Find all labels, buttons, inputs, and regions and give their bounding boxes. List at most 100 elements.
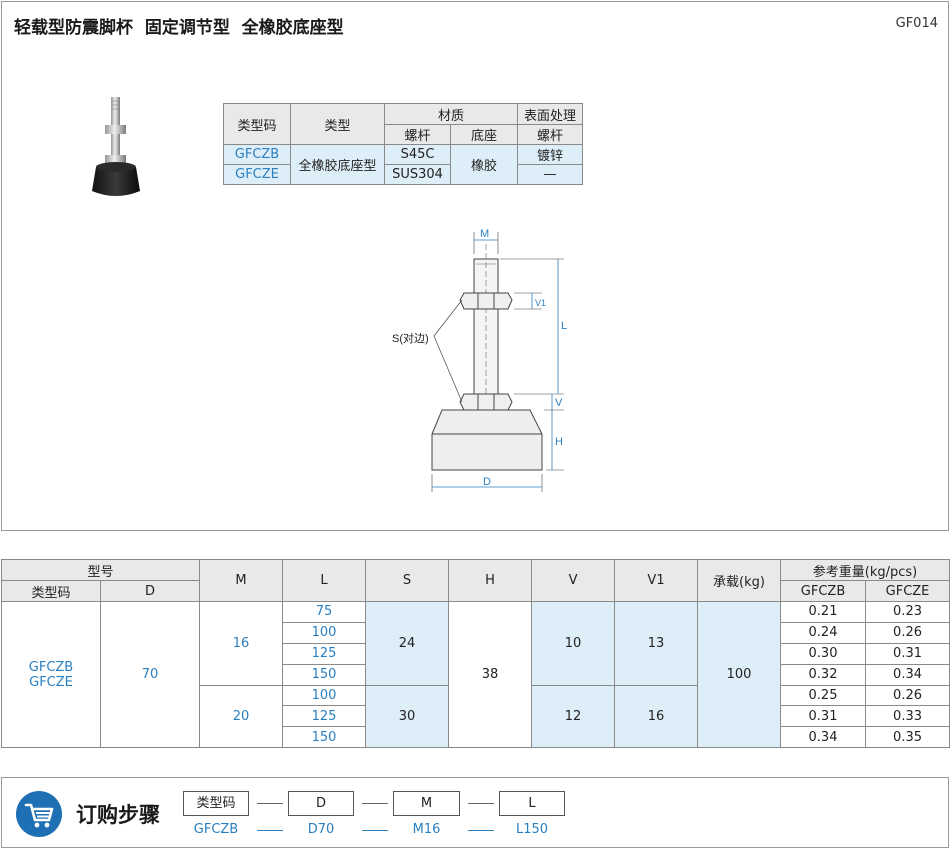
base-material-cell: 橡胶 [450,144,518,185]
weight-b-cell: 0.24 [780,621,867,644]
table-row: GFCZE SUS304 — [223,164,583,185]
l-cell[interactable]: 125 [282,705,367,728]
d-cell[interactable]: 70 [99,600,201,749]
step-value-separator [362,830,388,831]
step-separator [257,803,283,804]
type-code-cell[interactable]: GFCZB [223,144,291,165]
weight-b-cell: 0.31 [780,705,867,728]
v-cell: 12 [531,684,616,749]
weight-e-cell: 0.26 [865,684,950,707]
mat-header-base: 底座 [450,124,518,145]
table-row: GFCZB 全橡胶底座型 S45C 橡胶 镀锌 [223,144,583,185]
step-m-value: M16 [412,822,441,837]
dim-s-label: S(对边) [392,331,429,345]
step-type-code-value: GFCZB [193,822,239,837]
h-cell: 38 [448,600,533,749]
header-m: M [199,559,284,602]
dim-l-label: L [561,320,567,332]
weight-b-cell: 0.30 [780,642,867,665]
header-l: L [282,559,367,602]
l-cell[interactable]: 75 [282,601,367,623]
product-panel: 轻载型防震脚杯 固定调节型 全橡胶底座型 GF014 [1,1,949,531]
table-row: 150 0.32 0.34 [2,663,950,686]
header-weight: 参考重量(kg/pcs) [780,559,950,581]
step-d-value: D70 [307,822,335,837]
step-separator [362,803,388,804]
dim-v-label: V [555,397,563,409]
step-m-box: M [393,791,460,816]
l-cell[interactable]: 150 [282,663,367,686]
mat-header-type: 类型 [290,103,385,145]
m-cell[interactable]: 16 [199,601,284,686]
header-v1: V1 [614,559,699,602]
step-d-box: D [288,791,354,816]
weight-b-cell: 0.25 [780,684,867,707]
v1-cell: 13 [614,601,699,686]
header-v: V [531,559,616,602]
table-row: 20 100 30 12 16 0.25 0.26 [2,684,950,749]
header-s: S [365,559,450,602]
table-row: GFCZB GFCZE 70 16 75 24 38 10 13 100 0.2… [1,600,950,749]
step-l-value: L150 [515,822,549,837]
load-cell: 100 [697,600,782,749]
spec-table: 型号 M L S H V V1 承载(kg) 参考重量(kg/pcs) 类型码 … [0,559,950,749]
material-table: 类型码 类型 材质 表面处理 螺杆 底座 螺杆 GFCZB 全橡胶底座型 S45… [223,103,583,185]
step-l-box: L [499,791,565,816]
l-cell[interactable]: 125 [282,642,367,665]
product-code: GF014 [895,16,938,31]
l-cell[interactable]: 150 [282,726,367,749]
header-load: 承载(kg) [697,559,782,602]
surface-cell: — [517,164,583,185]
v-cell: 10 [531,601,616,686]
type-code-gfczb[interactable]: GFCZB [28,659,74,675]
header-d: D [99,580,201,602]
mat-header-screw: 螺杆 [384,124,451,145]
table-row: 125 0.31 0.33 [2,705,950,728]
mat-header-type-code: 类型码 [223,103,291,145]
header-weight-gfcze: GFCZE [865,580,950,602]
type-code-cell[interactable]: GFCZB GFCZE [1,600,101,749]
page-title: 轻载型防震脚杯 固定调节型 全橡胶底座型 [14,18,344,38]
v1-cell: 16 [614,684,699,749]
step-separator [468,803,494,804]
weight-e-cell: 0.33 [865,705,950,728]
technical-drawing: M V1 L V H D S(对边) [392,228,567,492]
step-type-code-box: 类型码 [183,791,249,816]
l-cell[interactable]: 100 [282,684,367,707]
weight-e-cell: 0.23 [865,601,950,623]
screw-material-cell: S45C [384,144,451,165]
type-code-gfcze[interactable]: GFCZE [29,674,73,690]
s-cell: 30 [365,684,450,749]
step-value-separator [257,830,283,831]
cart-icon [16,791,62,837]
mat-header-material: 材质 [384,103,518,125]
table-row: 125 0.30 0.31 [2,642,950,665]
weight-e-cell: 0.35 [865,726,950,749]
mat-header-screw-surface: 螺杆 [517,124,583,145]
order-steps-panel: 订购步骤 类型码 D M L GFCZB D70 M16 L150 [1,777,949,848]
type-code-cell[interactable]: GFCZE [223,164,291,185]
product-photo [92,97,140,196]
order-steps-title: 订购步骤 [76,803,160,827]
weight-e-cell: 0.31 [865,642,950,665]
weight-b-cell: 0.32 [780,663,867,686]
s-cell: 24 [365,601,450,686]
header-type-code: 类型码 [1,580,101,602]
screw-material-cell: SUS304 [384,164,451,185]
dim-h-label: H [555,436,563,448]
type-cell: 全橡胶底座型 [290,144,385,185]
weight-b-cell: 0.34 [780,726,867,749]
header-model: 型号 [0,559,201,581]
header-weight-gfczb: GFCZB [780,580,867,602]
dim-v1-label: V1 [535,298,546,308]
weight-e-cell: 0.26 [865,621,950,644]
m-cell[interactable]: 20 [199,684,284,749]
dim-d-label: D [483,476,491,488]
table-row: 150 0.34 0.35 [2,726,950,749]
surface-cell: 镀锌 [517,144,583,165]
dim-m-label: M [480,228,489,240]
step-value-separator [468,830,494,831]
weight-e-cell: 0.34 [865,663,950,686]
l-cell[interactable]: 100 [282,621,367,644]
weight-b-cell: 0.21 [780,601,867,623]
